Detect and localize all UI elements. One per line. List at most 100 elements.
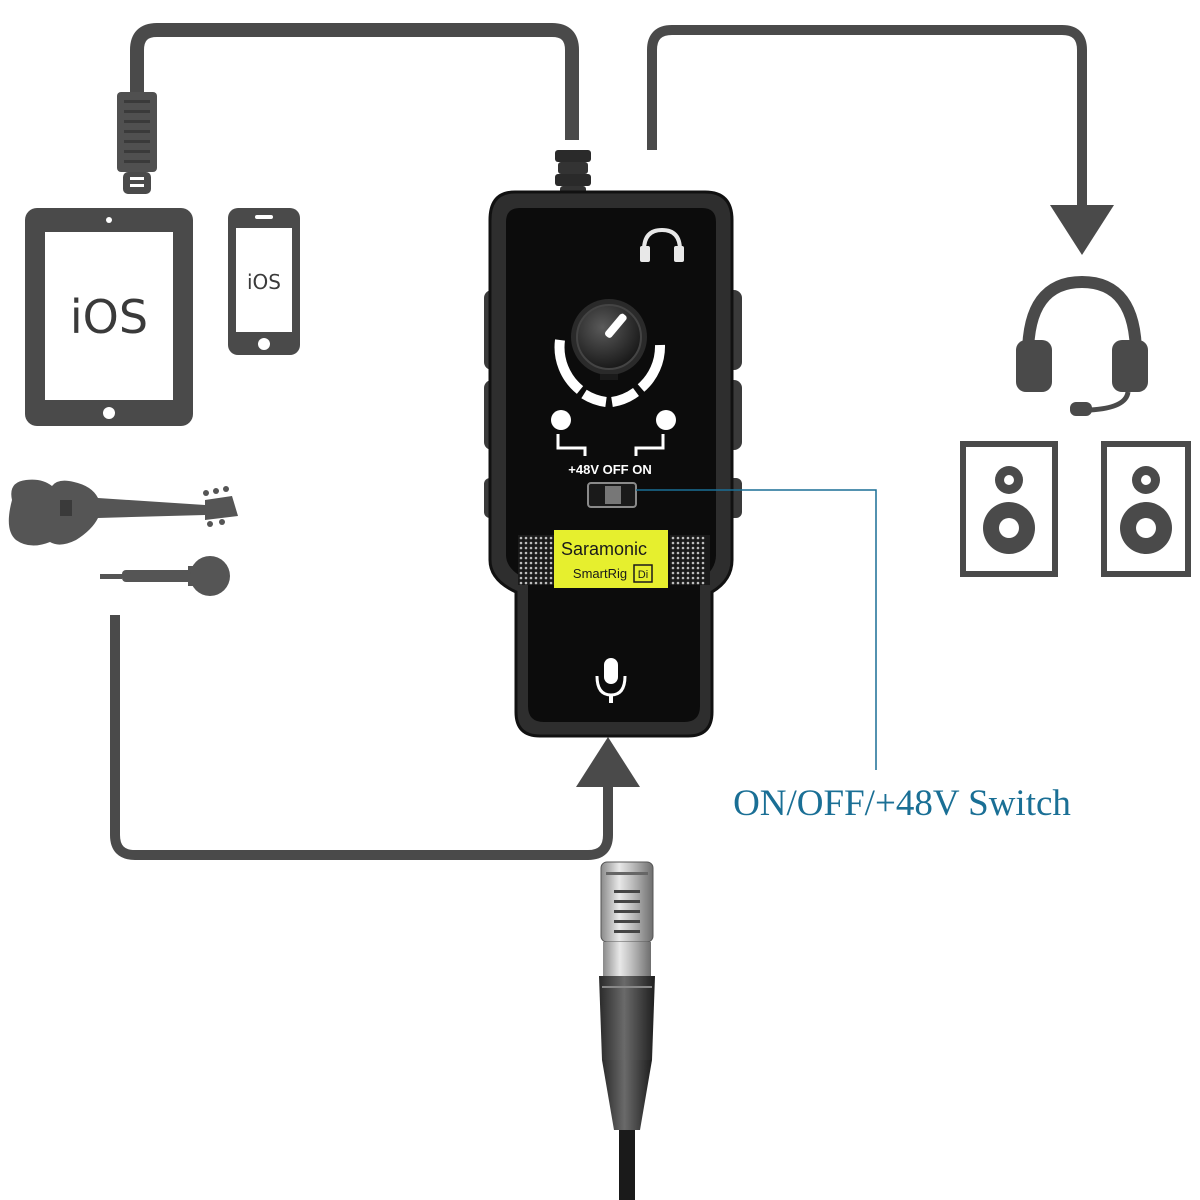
- brand-name: Saramonic: [561, 539, 647, 559]
- grille-dot: [534, 566, 538, 570]
- lightning-plug-icon: [117, 92, 157, 194]
- grille-dot: [701, 536, 705, 540]
- grille-dot: [671, 551, 675, 555]
- grille-dot: [671, 546, 675, 550]
- grille-dot: [549, 536, 553, 540]
- xlr-connector-icon: [599, 861, 655, 1200]
- grille-dot: [681, 561, 685, 565]
- input-line: [110, 615, 613, 860]
- input-arrow-icon: [576, 737, 640, 787]
- grille-dot: [524, 576, 528, 580]
- callout-label: ON/OFF/+48V Switch: [733, 783, 1071, 824]
- grille-dot: [696, 536, 700, 540]
- output-line: [647, 25, 1087, 215]
- grille-dot: [681, 576, 685, 580]
- grille-dot: [681, 541, 685, 545]
- grille-dot: [534, 576, 538, 580]
- interface-device: +48V OFF ON Saramonic SmartRig Di: [484, 150, 742, 738]
- grille-dot: [519, 541, 523, 545]
- grille-dot: [681, 556, 685, 560]
- grille-dot: [676, 566, 680, 570]
- grille-dot: [529, 551, 533, 555]
- grille-dot: [534, 536, 538, 540]
- gain-knob-icon[interactable]: [571, 299, 647, 380]
- grille-dot: [519, 551, 523, 555]
- grille-dot: [671, 576, 675, 580]
- grille-dot: [519, 556, 523, 560]
- grille-dot: [534, 571, 538, 575]
- speaker-icon: [960, 441, 1058, 577]
- grille-dot: [519, 546, 523, 550]
- grille-dot: [539, 541, 543, 545]
- grille-dot: [696, 546, 700, 550]
- grille-dot: [544, 556, 548, 560]
- grille-dot: [681, 551, 685, 555]
- grille-dot: [549, 576, 553, 580]
- grille-dot: [544, 581, 548, 585]
- grille-dot: [529, 541, 533, 545]
- grille-dot: [539, 576, 543, 580]
- grille-dot: [549, 566, 553, 570]
- grille-dot: [519, 576, 523, 580]
- grille-dot: [676, 546, 680, 550]
- grille-dot: [691, 536, 695, 540]
- power-led-indicator: [551, 410, 587, 456]
- grille-dot: [544, 576, 548, 580]
- grille-dot: [686, 566, 690, 570]
- grille-dot: [539, 536, 543, 540]
- grille-dot: [676, 571, 680, 575]
- grille-dot: [549, 556, 553, 560]
- grille-dot: [519, 566, 523, 570]
- grille-dot: [686, 536, 690, 540]
- grille-dot: [529, 571, 533, 575]
- grille-dot: [691, 571, 695, 575]
- grille-dot: [524, 571, 528, 575]
- grille-dot: [696, 541, 700, 545]
- grille-dot: [529, 561, 533, 565]
- grille-dot: [539, 571, 543, 575]
- grille-dot: [544, 541, 548, 545]
- grille-dot: [534, 561, 538, 565]
- grille-dot: [676, 551, 680, 555]
- grille-dot: [524, 551, 528, 555]
- microphone-icon: [100, 556, 230, 596]
- power-switch[interactable]: [587, 482, 637, 508]
- grille-dot: [676, 536, 680, 540]
- grille-dot: [519, 561, 523, 565]
- grille-dot: [549, 551, 553, 555]
- grille-dot: [686, 581, 690, 585]
- grille-dot: [701, 566, 705, 570]
- grille-dot: [529, 536, 533, 540]
- grille-dots-right: [671, 536, 705, 585]
- grille-dot: [544, 561, 548, 565]
- grille-dot: [686, 541, 690, 545]
- grille-dot: [671, 581, 675, 585]
- grille-dot: [691, 581, 695, 585]
- grille-dot: [529, 566, 533, 570]
- grille-dot: [539, 566, 543, 570]
- grille-dot: [524, 546, 528, 550]
- ios-cable-line: [130, 23, 579, 140]
- grille-dot: [696, 551, 700, 555]
- grille-dot: [534, 556, 538, 560]
- grille-dot: [524, 561, 528, 565]
- grille-dot: [691, 576, 695, 580]
- gain-scale: [554, 339, 665, 407]
- grille-dot: [696, 566, 700, 570]
- grille-dot: [691, 566, 695, 570]
- grille-dot: [696, 581, 700, 585]
- grille-dot: [524, 541, 528, 545]
- grille-dot: [529, 556, 533, 560]
- speaker-icon: [1101, 441, 1191, 577]
- grille-dot: [544, 551, 548, 555]
- grille-dot: [539, 556, 543, 560]
- headphone-jack-icon: [640, 227, 684, 262]
- grille-dot: [691, 561, 695, 565]
- grille-dot: [701, 576, 705, 580]
- grille-dot: [696, 556, 700, 560]
- grille-dot: [534, 541, 538, 545]
- grille-dot: [681, 566, 685, 570]
- grille-dot: [524, 556, 528, 560]
- grille-dot: [686, 556, 690, 560]
